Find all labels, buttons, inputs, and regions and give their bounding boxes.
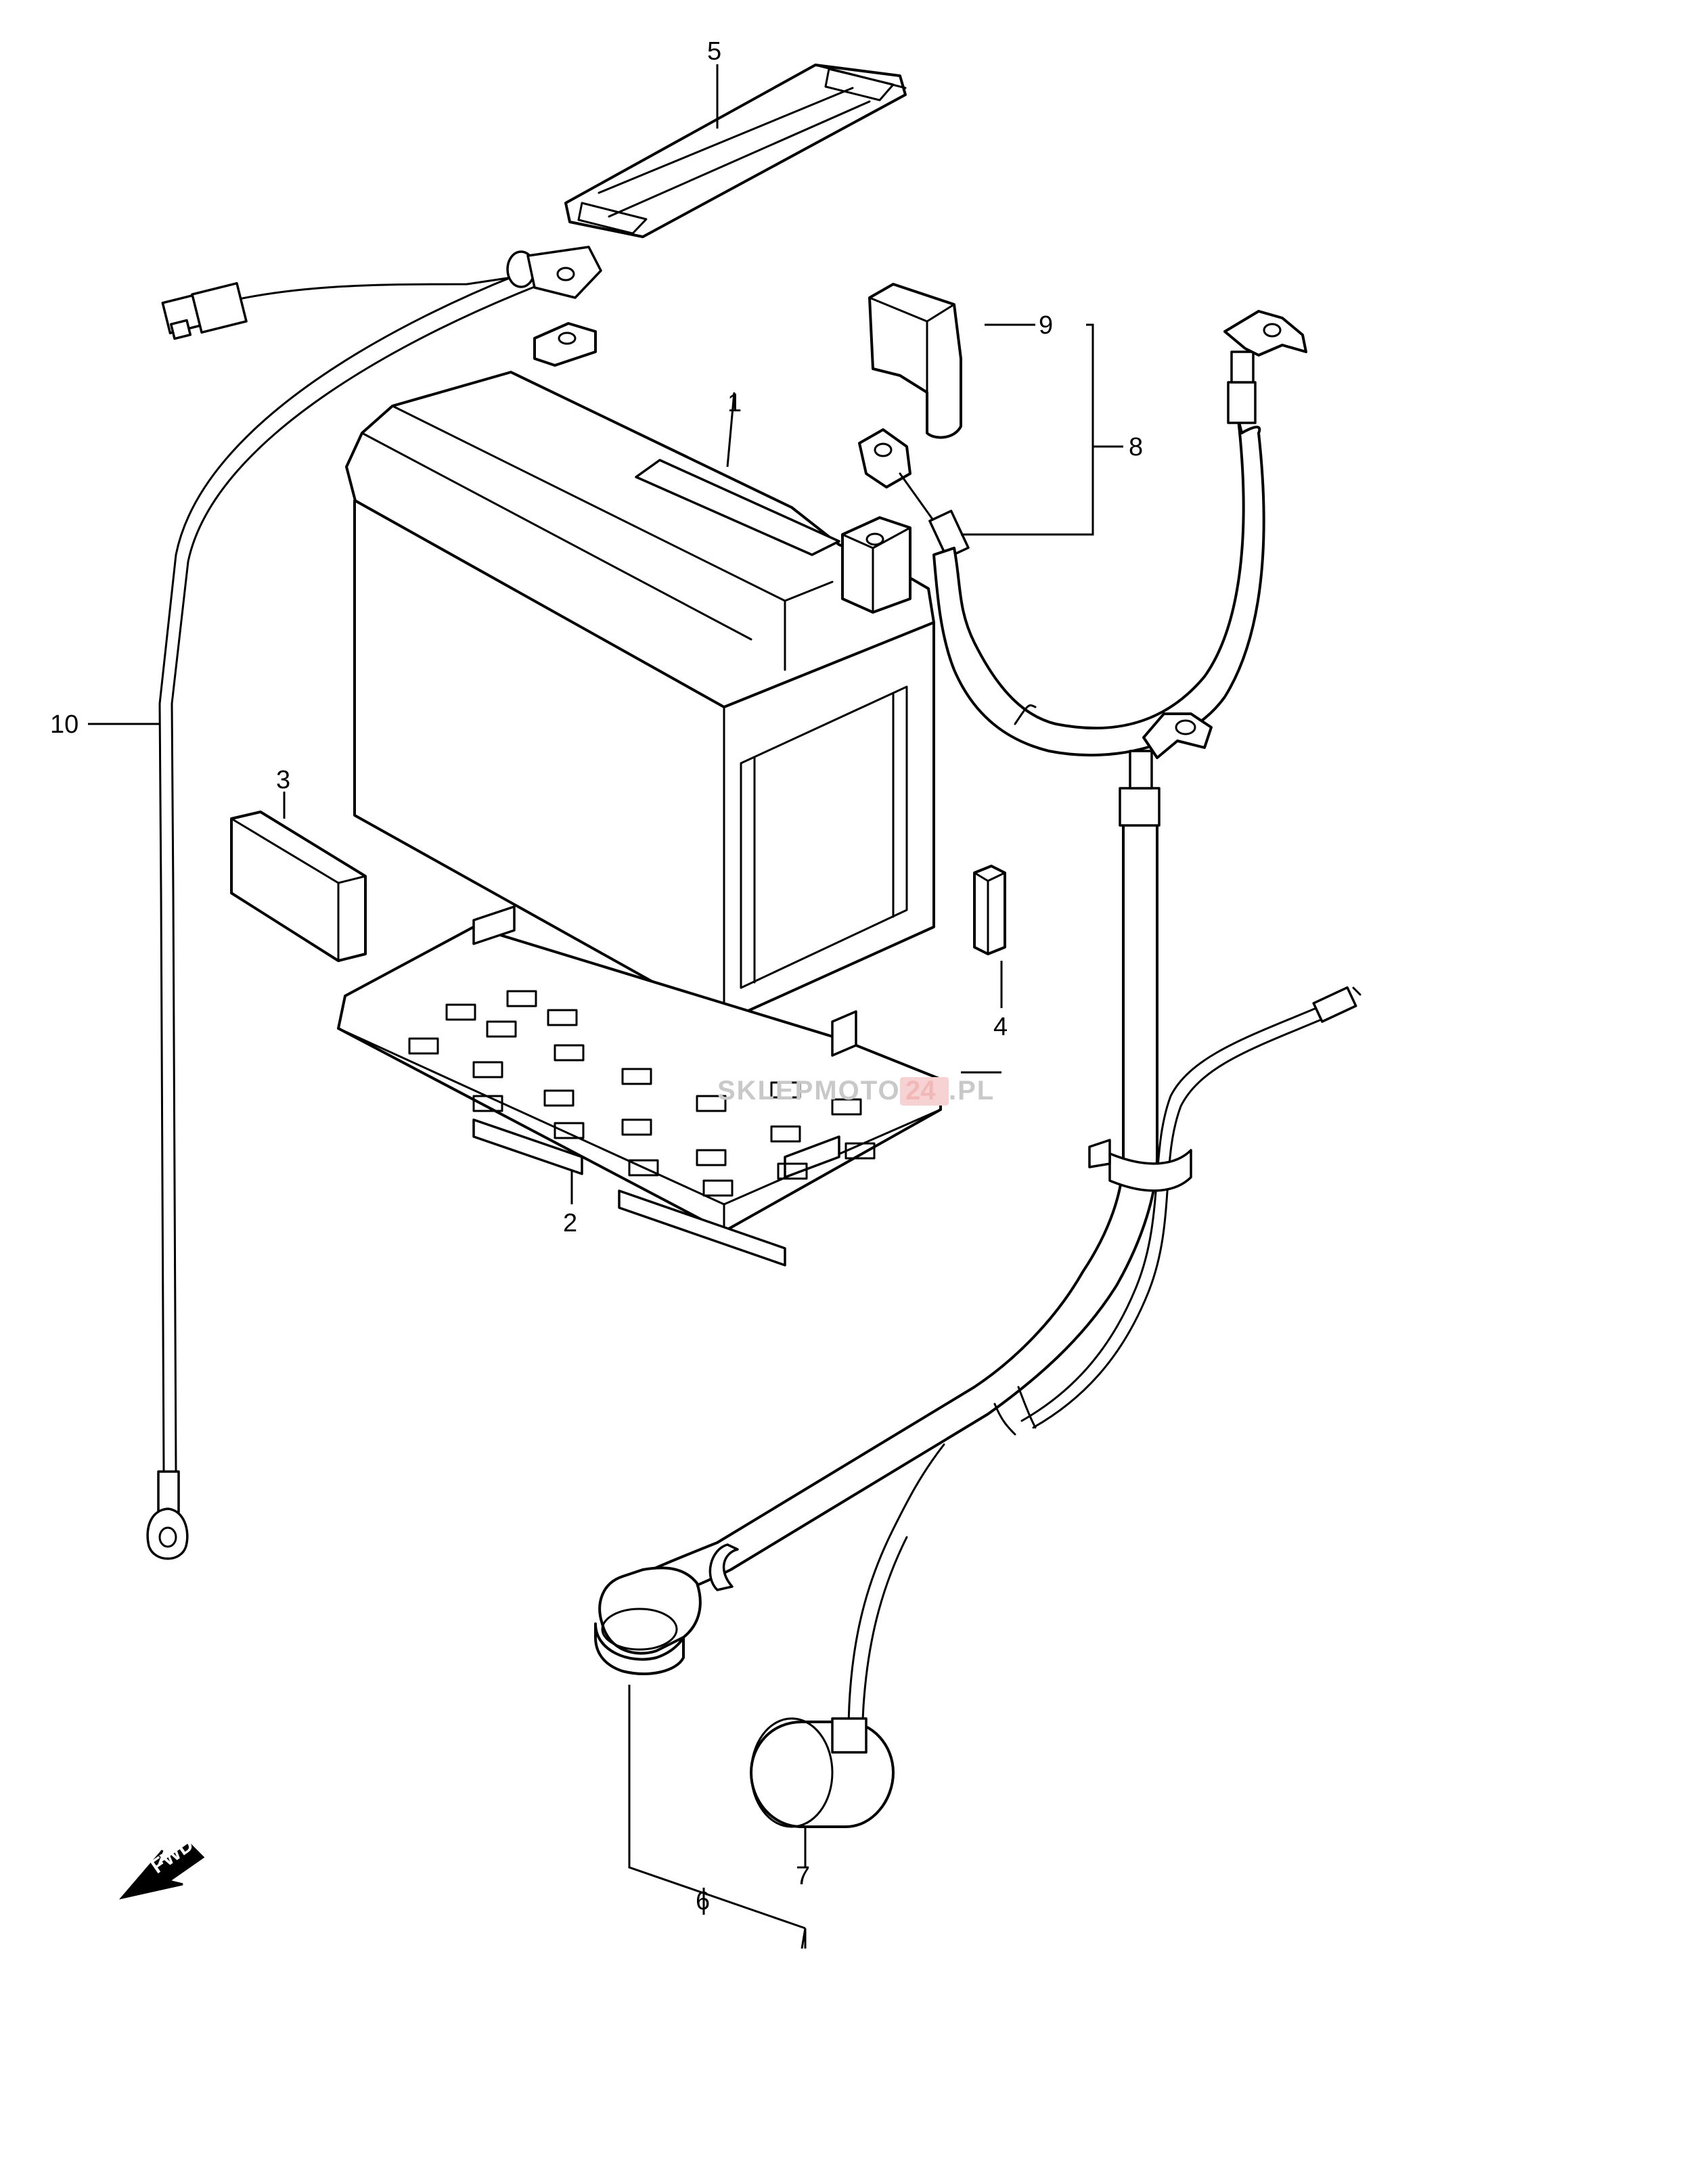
sensor-cap[interactable] bbox=[750, 1528, 908, 1828]
label-part-5: 5 bbox=[707, 37, 721, 66]
label-part-2: 2 bbox=[563, 1209, 577, 1237]
watermark-right: .PL bbox=[949, 1076, 995, 1106]
tray-vent-slots bbox=[408, 990, 876, 1197]
label-part-6: 6 bbox=[696, 1887, 710, 1915]
part-labels: 5 1 3 4 2 10 9 8 7 6 bbox=[50, 37, 1143, 1915]
battery-strap[interactable] bbox=[564, 64, 907, 238]
label-part-1: 1 bbox=[727, 389, 742, 417]
watermark-left: SKLEPMOTO bbox=[717, 1076, 901, 1106]
label-part-8: 8 bbox=[1129, 433, 1143, 461]
leader-lines bbox=[88, 64, 1123, 1949]
small-pad[interactable] bbox=[973, 865, 1006, 955]
fwd-arrow: FWD bbox=[118, 1834, 205, 1900]
label-part-4: 4 bbox=[993, 1013, 1008, 1041]
watermark: SKLEPMOTO 24 .PL bbox=[717, 1076, 995, 1106]
battery[interactable] bbox=[345, 322, 935, 1023]
terminal-cover[interactable] bbox=[868, 283, 962, 439]
label-part-7: 7 bbox=[796, 1862, 810, 1890]
negative-cable[interactable] bbox=[594, 712, 1361, 1675]
label-part-3: 3 bbox=[276, 766, 290, 794]
label-part-9: 9 bbox=[1039, 311, 1053, 340]
label-part-10: 10 bbox=[50, 710, 78, 739]
positive-cable[interactable] bbox=[858, 310, 1307, 757]
watermark-mid: 24 bbox=[905, 1076, 936, 1106]
ground-wire[interactable] bbox=[146, 246, 602, 1560]
battery-tray[interactable] bbox=[0, 905, 942, 1267]
battery-pad[interactable] bbox=[230, 811, 367, 962]
